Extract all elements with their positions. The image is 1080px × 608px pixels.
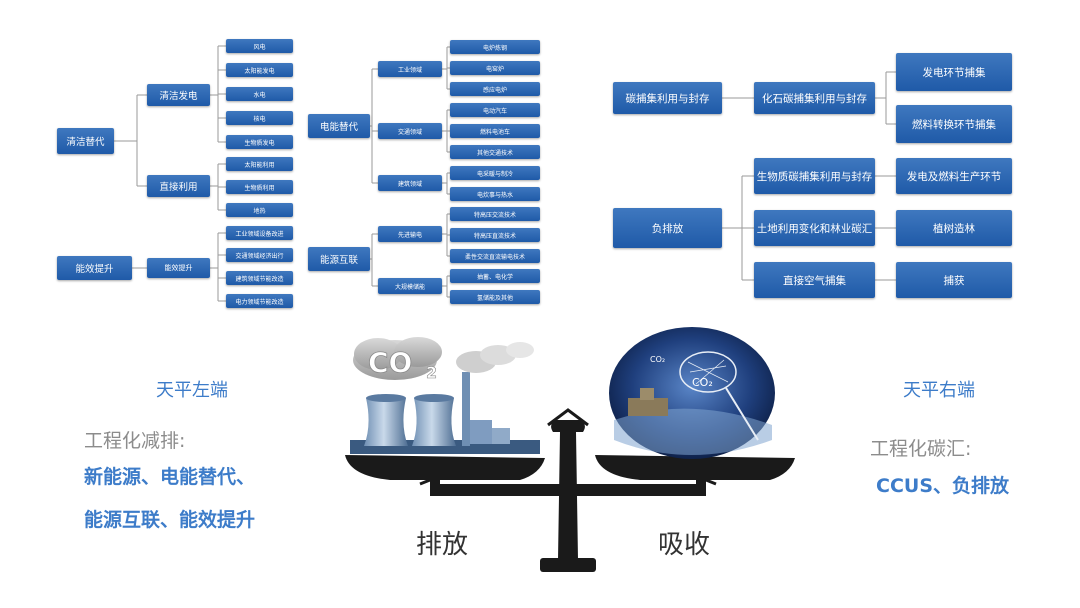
leaf-other-traffic: 其他交通技术 [450, 145, 540, 159]
co2-text: CO [368, 346, 412, 379]
leaf-nuclear-power: 核电 [226, 111, 293, 125]
leaf-uhv-ac: 特高压交流技术 [450, 207, 540, 221]
left-pan [345, 455, 545, 480]
leaf-fuel-cell-car: 燃料电池车 [450, 124, 540, 138]
power-plant [350, 372, 540, 454]
leaf-generation-fuel-production: 发电及燃料生产环节 [896, 158, 1012, 194]
leaf-flexible-transmission: 柔性交流直流输电技术 [450, 249, 540, 263]
leaf-uhv-dc: 特高压直流技术 [450, 228, 540, 242]
leaf-electric-car: 电动汽车 [450, 103, 540, 117]
right-line-1: CCUS、负排放 [876, 475, 1010, 497]
node-fossil-ccus: 化石碳捕集利用与封存 [754, 82, 875, 114]
node-direct-air-capture: 直接空气捕集 [754, 262, 875, 298]
leaf-wind-power: 风电 [226, 39, 293, 53]
node-direct-use: 直接利用 [147, 175, 210, 197]
root-energy-interconnection: 能源互联 [308, 247, 370, 271]
root-electric-replacement: 电能替代 [308, 114, 370, 138]
leaf-transport-economy: 交通领域经济出行 [226, 248, 293, 262]
leaf-capture: 捕获 [896, 262, 1012, 298]
node-building-sector: 建筑领域 [378, 175, 442, 191]
leaf-solar-use: 太阳能利用 [226, 157, 293, 171]
net-co2-a: CO₂ [650, 355, 665, 364]
leaf-solar-power: 太阳能发电 [226, 63, 293, 77]
node-industry-sector: 工业领域 [378, 61, 442, 77]
scale-beam [432, 484, 704, 496]
right-pan [595, 455, 795, 480]
left-line-1: 新能源、电能替代、 [84, 466, 256, 488]
root-clean-replacement: 清洁替代 [57, 128, 114, 154]
node-traffic-sector: 交通领域 [378, 123, 442, 139]
leaf-hydrogen-storage: 氢储能及其他 [450, 290, 540, 304]
leaf-hydro-power: 水电 [226, 87, 293, 101]
leaf-biomass-power: 生物质发电 [226, 135, 293, 149]
carbon-capture-globe: CO₂ CO₂ [609, 327, 775, 459]
right-title: 天平右端 [903, 380, 975, 401]
leaf-power-retrofit: 电力领域节能改造 [226, 294, 293, 308]
node-large-storage: 大规模储能 [378, 278, 442, 294]
leaf-afforestation: 植树造林 [896, 210, 1012, 246]
leaf-electric-cooking: 电炊事与热水 [450, 187, 540, 201]
root-negative-emission: 负排放 [613, 208, 722, 248]
leaf-generation-capture: 发电环节捕集 [896, 53, 1012, 91]
leaf-pumped-electrochemical: 抽蓄、电化学 [450, 269, 540, 283]
root-ccus: 碳捕集利用与封存 [613, 82, 722, 114]
left-subtitle: 工程化减排: [84, 430, 186, 452]
node-clean-power: 清洁发电 [147, 84, 210, 106]
left-line-2: 能源互联、能效提升 [84, 509, 256, 531]
leaf-biomass-use: 生物质利用 [226, 180, 293, 194]
leaf-induction-furnace: 感应电炉 [450, 82, 540, 96]
leaf-electric-heating: 电采暖与制冷 [450, 166, 540, 180]
absorption-label: 吸收 [658, 530, 711, 560]
left-title: 天平左端 [156, 380, 228, 401]
leaf-electric-kiln: 电窑炉 [450, 61, 540, 75]
leaf-building-retrofit: 建筑领域节能改造 [226, 271, 293, 285]
net-co2-b: CO₂ [692, 376, 713, 389]
right-subtitle: 工程化碳汇: [870, 438, 972, 460]
leaf-electric-steel: 电炉炼钢 [450, 40, 540, 54]
node-advanced-transmission: 先进输电 [378, 226, 442, 242]
emission-label: 排放 [416, 530, 469, 560]
node-land-forestry-sink: 土地利用变化和林业碳汇 [754, 210, 875, 246]
node-beccs: 生物质碳捕集利用与封存 [754, 158, 875, 194]
leaf-fuel-conversion-capture: 燃料转换环节捕集 [896, 105, 1012, 143]
root-efficiency: 能效提升 [57, 256, 132, 280]
co2-cloud: CO 2 [353, 337, 534, 382]
co2-subscript: 2 [426, 363, 437, 382]
leaf-geothermal: 地热 [226, 203, 293, 217]
node-efficiency: 能效提升 [147, 258, 210, 278]
leaf-industry-equipment: 工业领域设备改进 [226, 226, 293, 240]
